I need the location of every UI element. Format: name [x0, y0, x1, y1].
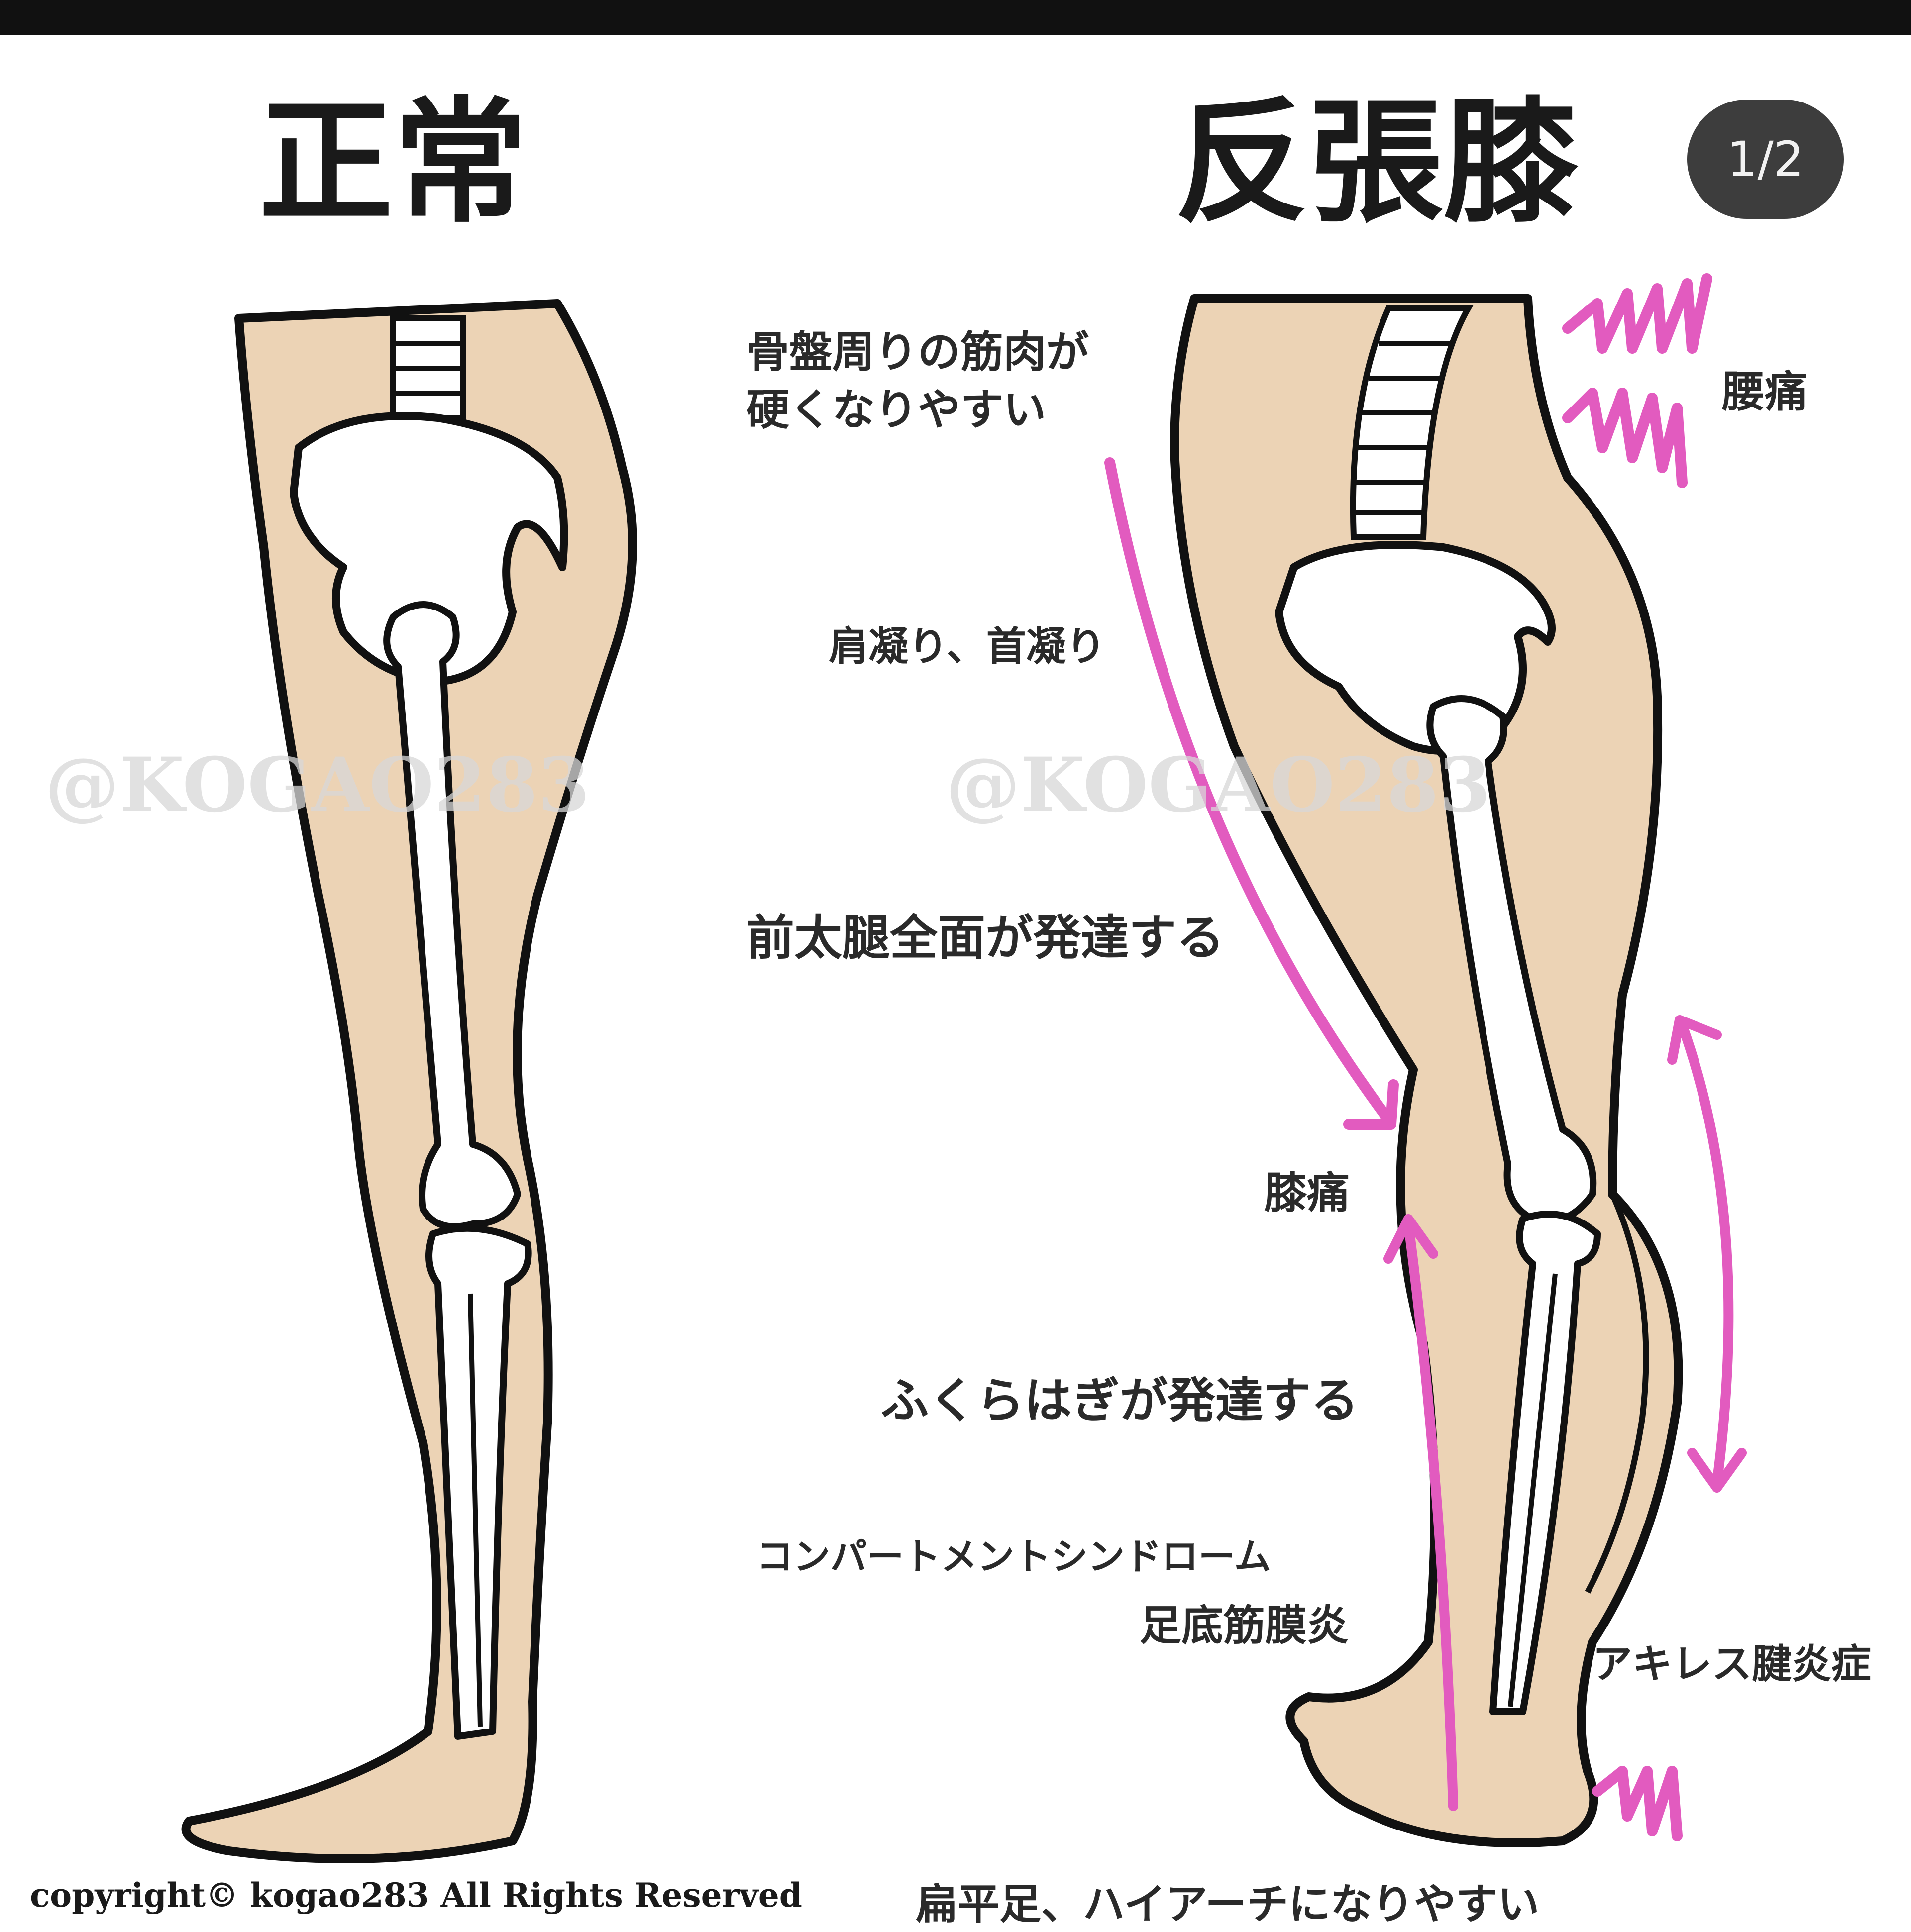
label-calf: ふくらはぎが発達する — [881, 1372, 1359, 1428]
normal-tibia — [425, 1224, 532, 1740]
pain-scribbles — [1562, 273, 1712, 1841]
hyper-tibia — [1489, 1211, 1601, 1715]
label-knee-pain: 膝痛 — [1264, 1168, 1350, 1218]
normal-femur — [383, 601, 521, 1230]
label-shoulder-neck: 肩凝り、首凝り — [829, 623, 1106, 670]
hyper-spine — [1350, 305, 1474, 540]
lowback-pain-scribble-2 — [1562, 388, 1688, 488]
label-pelvis-muscles: 骨盤周りの筋肉が 硬くなりやすい — [746, 327, 1089, 435]
label-achilles: アキレス腱炎症 — [1592, 1640, 1871, 1687]
pink-arrows — [1104, 457, 1747, 1811]
label-front-thigh: 前太腿全面が発達する — [746, 910, 1224, 966]
normal-pelvis — [290, 412, 568, 686]
hyper-femur — [1426, 695, 1597, 1225]
label-plantar-fasciitis: 足底筋膜炎 — [1140, 1601, 1349, 1650]
heel-pain-scribble — [1592, 1766, 1683, 1841]
title-hyperextended-knee: 反張膝 — [1174, 83, 1578, 241]
label-compartment-syndrome: コンパートメントシンドローム — [756, 1535, 1271, 1578]
hyper-pelvis — [1275, 541, 1556, 755]
title-normal: 正常 — [259, 83, 528, 241]
watermark-right: @KOGAO283 — [946, 741, 1491, 829]
watermark-left: @KOGAO283 — [45, 741, 590, 829]
hyperextended-leg — [1170, 294, 1683, 1847]
label-flat-foot: 扁平足、ハイアーチになりやすい — [916, 1879, 1540, 1929]
normal-leg — [181, 299, 637, 1863]
page-indicator-badge[interactable]: 1/2 — [1687, 100, 1844, 219]
normal-spine — [390, 315, 466, 421]
label-low-back-pain: 腰痛 — [1722, 367, 1807, 417]
thigh-down-arrow — [1104, 457, 1394, 1125]
lowback-pain-scribble-1 — [1562, 273, 1712, 354]
shin-up-arrow — [1403, 1219, 1458, 1811]
calf-double-arrow — [1677, 1020, 1734, 1488]
copyright-notice: copyright© kogao283 All Rights Reserved — [30, 1876, 802, 1915]
normal-leg-skin — [181, 299, 637, 1863]
top-bar — [0, 0, 1911, 35]
